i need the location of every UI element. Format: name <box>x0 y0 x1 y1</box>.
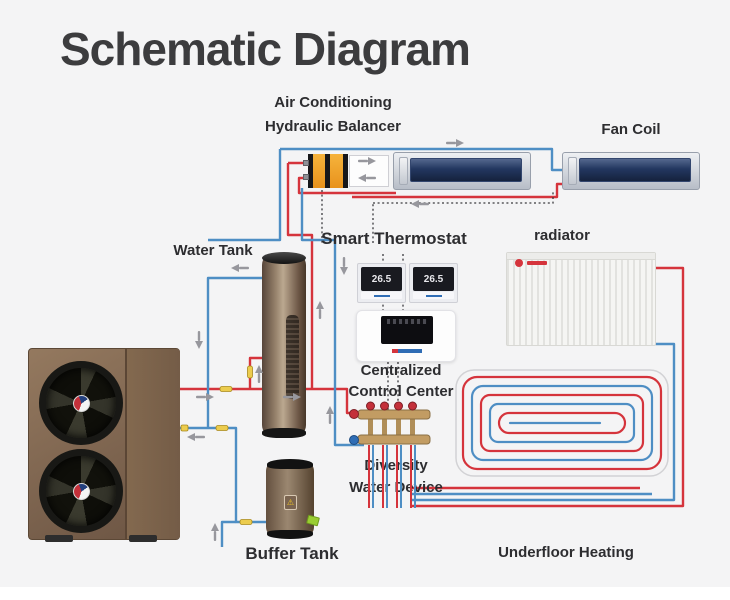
thermostat-brand-strip <box>413 292 454 299</box>
junction-box <box>349 155 389 187</box>
heat-pump-unit <box>28 348 180 542</box>
label-hydraulic-balancer: Hydraulic Balancer <box>265 118 401 135</box>
brand-text-mark <box>527 261 547 265</box>
label-buffer-tank: Buffer Tank <box>245 544 339 563</box>
brand-logo-icon <box>72 482 90 500</box>
radiator-top-rail <box>507 253 655 260</box>
thermostat-display: 26.5 <box>413 267 454 291</box>
balancer-band <box>325 154 330 188</box>
fan-coil-end-cap <box>568 157 577 185</box>
buffer-tank: ⚠ <box>266 459 320 539</box>
brand-dot-icon <box>515 259 523 267</box>
fan-coil-end-cap <box>399 157 408 185</box>
balancer-port <box>303 174 309 180</box>
water-tank <box>262 252 306 438</box>
fan-icon <box>39 449 123 533</box>
balancer-port <box>303 160 309 166</box>
heat-pump-foot <box>129 535 157 542</box>
diversity-water-device <box>349 401 431 508</box>
terminal-pins <box>387 319 427 324</box>
label-air-conditioning: Air Conditioning <box>274 94 392 111</box>
label-centralized: Centralized <box>360 362 442 379</box>
fan-coil-unit <box>562 152 700 190</box>
label-control-center: Control Center <box>348 383 454 400</box>
label-water-tank: Water Tank <box>173 242 253 259</box>
heat-pump-foot <box>45 535 73 542</box>
radiator-panel <box>506 252 656 346</box>
label-fan-coil: Fan Coil <box>601 121 661 138</box>
centralized-control-center <box>356 310 456 362</box>
valve-icons <box>180 365 253 525</box>
fan-coil-unit <box>393 152 531 190</box>
label-underfloor-heating: Underfloor Heating <box>498 544 634 561</box>
fan-icon <box>39 361 123 445</box>
tank-base <box>267 530 313 539</box>
thermostat-temperature: 26.5 <box>371 273 392 285</box>
flow-arrow-icons <box>187 139 464 541</box>
smart-thermostat: 26.5 <box>357 263 406 303</box>
tank-base <box>262 428 306 438</box>
cold-water-pipes <box>180 147 676 547</box>
fan-coil-body <box>410 158 522 182</box>
thermostat-display: 26.5 <box>361 267 402 291</box>
brand-logo-icon <box>72 394 90 412</box>
tank-top-cap <box>262 252 306 264</box>
thermostat-brand-strip <box>361 292 402 299</box>
page-title: Schematic Diagram <box>60 23 471 75</box>
label-smart-thermostat: Smart Thermostat <box>321 229 467 248</box>
hot-water-pipes <box>180 161 685 508</box>
fan-coil-body <box>579 158 691 182</box>
balancer-band <box>343 154 348 188</box>
hydraulic-balancer <box>303 154 348 188</box>
warning-icon: ⚠ <box>284 495 297 510</box>
balancer-band <box>308 154 313 188</box>
red-valve-handle-icon <box>349 409 359 419</box>
control-center-screen <box>381 316 433 344</box>
tank-top-cap <box>267 459 313 469</box>
smart-thermostat: 26.5 <box>409 263 458 303</box>
heat-pump-side-panel <box>125 349 180 539</box>
tank-panel-detail <box>286 315 299 399</box>
thermostat-temperature: 26.5 <box>423 273 444 285</box>
brand-mark-icon <box>392 349 422 353</box>
label-radiator: radiator <box>534 227 590 244</box>
footer-strip <box>0 587 730 600</box>
underfloor-heating-coil <box>455 369 669 477</box>
blue-valve-handle-icon <box>349 435 359 445</box>
